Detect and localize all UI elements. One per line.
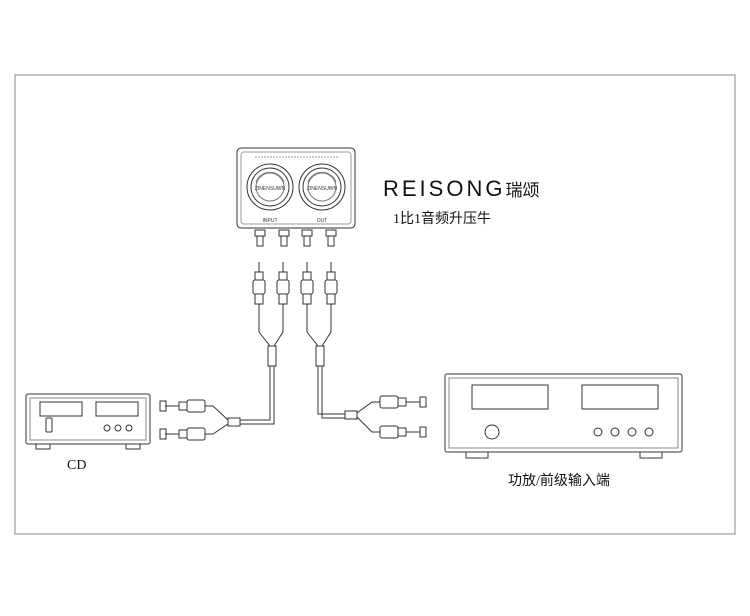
input-label: INPUT (263, 218, 278, 224)
output-meter-text: ZINENSUWN (307, 186, 338, 192)
input-meter: ZINENSUWN (246, 163, 294, 211)
output-cable (306, 318, 427, 439)
input-meter-text: ZINENSUWN (255, 186, 286, 192)
vertical-rca-plugs (252, 262, 338, 318)
brand-name-cn: 瑞颂 (505, 181, 540, 201)
cd-player (25, 393, 151, 450)
input-cable (159, 318, 284, 441)
transformer-jacks (254, 229, 337, 247)
cd-label: CD (67, 458, 87, 473)
amplifier (444, 373, 683, 459)
amplifier-label: 功放/前级输入端 (508, 474, 610, 489)
output-meter: ZINENSUWN (298, 163, 346, 211)
output-label: OUT (317, 218, 328, 224)
transformer-box: ZINENSUWN ZINENSUWN INPUT OUT (236, 147, 356, 229)
outer-frame (14, 74, 736, 535)
brand-logo: REISONG瑞颂 (383, 176, 539, 202)
product-subtitle: 1比1音频升压牛 (393, 212, 491, 227)
brand-name: REISONG (383, 176, 506, 201)
